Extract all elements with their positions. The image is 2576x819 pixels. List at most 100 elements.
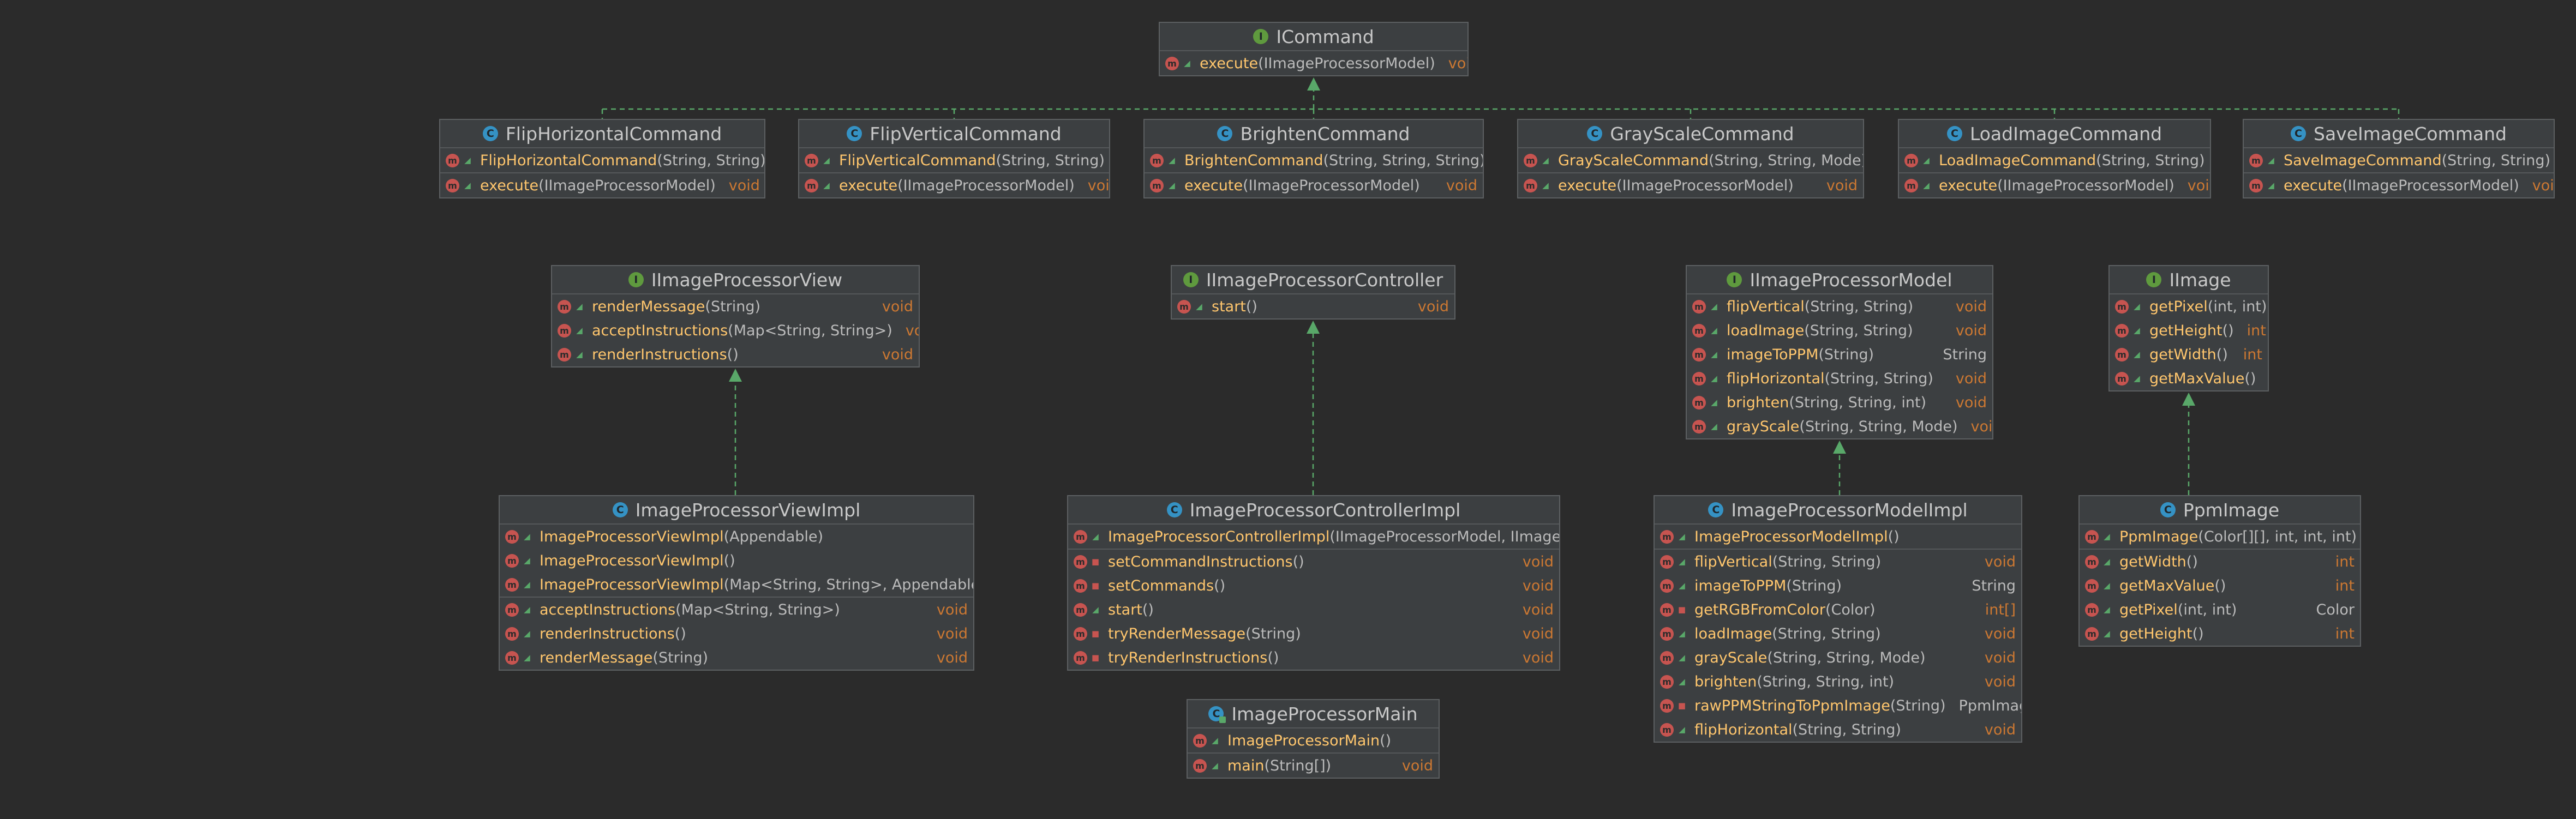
method-row[interactable]: m◢FlipHorizontalCommand(String, String): [440, 148, 764, 172]
method-name: renderMessage: [540, 649, 653, 666]
method-row[interactable]: m◢execute(IImageProcessorModel)void: [1899, 172, 2210, 197]
method-icon: m: [1074, 603, 1087, 617]
class-icon: C: [1708, 502, 1724, 517]
method-row[interactable]: m◢start()void: [1068, 598, 1559, 622]
method-row[interactable]: m◢execute(IImageProcessorModel)void: [440, 172, 764, 197]
method-row[interactable]: m◢flipHorizontal(String, String)void: [1655, 718, 2021, 742]
method-row[interactable]: m◢grayScale(String, String, Mode)void: [1687, 414, 1992, 438]
method-row[interactable]: m■setCommandInstructions()void: [1068, 549, 1559, 574]
method-row[interactable]: m◢flipVertical(String, String)void: [1687, 294, 1992, 318]
method-row[interactable]: m◢renderInstructions()void: [500, 622, 973, 646]
method-row[interactable]: m■setCommands()void: [1068, 574, 1559, 598]
method-row[interactable]: m◢BrightenCommand(String, String, String…: [1145, 148, 1483, 172]
method-row[interactable]: m◢ImageProcessorMain(): [1188, 728, 1439, 752]
method-row[interactable]: m◢PpmImage(Color[][], int, int, int): [2080, 525, 2360, 549]
method-row[interactable]: m◢execute(IImageProcessorModel)void: [1145, 172, 1483, 197]
method-name: brighten: [1694, 673, 1757, 690]
method-return-type: int: [2246, 322, 2266, 339]
method-row[interactable]: m◢FlipVerticalCommand(String, String): [799, 148, 1109, 172]
method-return-type: void: [728, 177, 760, 194]
method-row[interactable]: m◢ImageProcessorViewImpl(Map<String, Str…: [500, 573, 973, 597]
method-row[interactable]: m◢LoadImageCommand(String, String): [1899, 148, 2210, 172]
method-row[interactable]: m◢loadImage(String, String)void: [1687, 318, 1992, 342]
method-row[interactable]: m◢getWidth()int: [2080, 549, 2360, 574]
method-icon: m: [1193, 733, 1207, 748]
method-row[interactable]: m◢renderMessage(String)void: [500, 646, 973, 670]
method-params: (String[]): [1264, 757, 1332, 774]
method-params: (): [1888, 528, 1900, 545]
class-name: IImage: [2169, 269, 2231, 291]
method-row[interactable]: m◢ImageProcessorControllerImpl(IImagePro…: [1068, 525, 1559, 549]
method-row[interactable]: m◢imageToPPM(String)String: [1655, 574, 2021, 598]
method-row[interactable]: m◢ImageProcessorModelImpl(): [1655, 525, 2021, 549]
method-row[interactable]: m◢flipHorizontal(String, String)void: [1687, 366, 1992, 390]
method-row[interactable]: m■tryRenderInstructions()void: [1068, 646, 1559, 670]
method-row[interactable]: m◢getPixel(int, int)Color: [2110, 294, 2268, 318]
method-params: (IImageProcessorModel): [2342, 177, 2519, 194]
method-icon: m: [1660, 722, 1674, 737]
method-row[interactable]: m◢acceptInstructions(Map<String, String>…: [552, 318, 919, 342]
method-row[interactable]: m◢acceptInstructions(Map<String, String>…: [500, 597, 973, 622]
method-row[interactable]: m◢execute(IImageProcessorModel)void: [2244, 172, 2554, 197]
method-row[interactable]: m◢execute(IImageProcessorModel)void: [1160, 51, 1467, 75]
method-row[interactable]: m◢renderInstructions()void: [552, 342, 919, 366]
method-row[interactable]: m◢ImageProcessorViewImpl(): [500, 549, 973, 573]
class-name: IImageProcessorModel: [1750, 269, 1952, 291]
method-icon: m: [2085, 627, 2099, 641]
implements-arrowhead: [729, 369, 742, 382]
method-row[interactable]: m◢loadImage(String, String)void: [1655, 622, 2021, 646]
method-row[interactable]: m◢getWidth()int: [2110, 342, 2268, 366]
method-params: (Map<String, String>): [728, 322, 892, 339]
method-row[interactable]: m◢getMaxValue()int: [2080, 574, 2360, 598]
method-row[interactable]: m◢renderMessage(String)void: [552, 294, 919, 318]
method-row[interactable]: m◢execute(IImageProcessorModel)void: [799, 172, 1109, 197]
method-icon: m: [1660, 603, 1674, 617]
method-icon: m: [1692, 395, 1706, 410]
method-row[interactable]: m◢getHeight()int: [2080, 622, 2360, 646]
method-row[interactable]: m◢getPixel(int, int)Color: [2080, 598, 2360, 622]
method-row[interactable]: m◢SaveImageCommand(String, String): [2244, 148, 2554, 172]
method-row[interactable]: m◢brighten(String, String, int)void: [1655, 670, 2021, 694]
public-unlock-icon: ◢: [1679, 725, 1685, 734]
method-row[interactable]: m■getRGBFromColor(Color)int[]: [1655, 598, 2021, 622]
method-row[interactable]: m◢imageToPPM(String)String: [1687, 342, 1992, 366]
method-row[interactable]: m◢execute(IImageProcessorModel)void: [1518, 172, 1863, 197]
method-row[interactable]: m◢getMaxValue()int: [2110, 366, 2268, 390]
method-params: (String): [1890, 697, 1946, 714]
public-unlock-icon: ◢: [1212, 761, 1218, 770]
method-row[interactable]: m■rawPPMStringToPpmImage(String)PpmImage: [1655, 694, 2021, 718]
method-row[interactable]: m◢brighten(String, String, int)void: [1687, 390, 1992, 414]
method-name: flipHorizontal: [1694, 721, 1793, 738]
method-row[interactable]: m◢flipVertical(String, String)void: [1655, 549, 2021, 574]
method-row[interactable]: m◢ImageProcessorViewImpl(Appendable): [500, 525, 973, 549]
method-row[interactable]: m◢main(String[])void: [1188, 752, 1439, 778]
method-row[interactable]: m◢getHeight()int: [2110, 318, 2268, 342]
method-row[interactable]: m◢start()void: [1172, 294, 1454, 318]
class-icon: C: [612, 502, 628, 517]
method-name: start: [1108, 601, 1142, 618]
method-row[interactable]: m■tryRenderMessage(String)void: [1068, 622, 1559, 646]
method-name: brighten: [1727, 394, 1789, 411]
method-row[interactable]: m◢GrayScaleCommand(String, String, Mode): [1518, 148, 1863, 172]
method-params: (String, String): [657, 152, 764, 169]
method-row[interactable]: m◢grayScale(String, String, Mode)void: [1655, 646, 2021, 670]
